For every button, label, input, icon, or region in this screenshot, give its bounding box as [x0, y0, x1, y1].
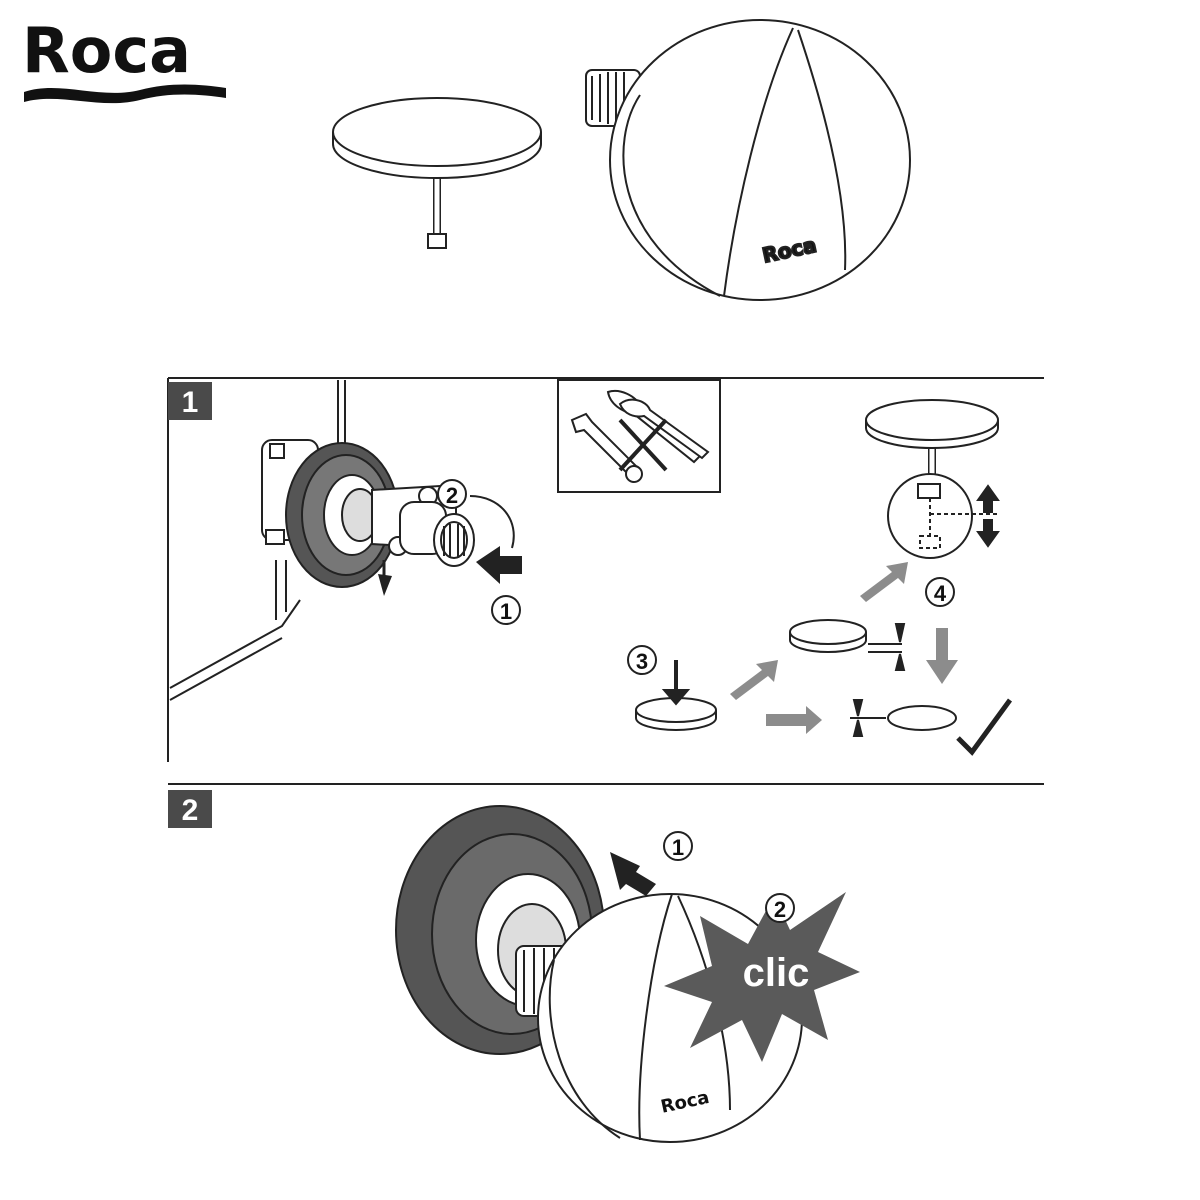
push-step-badge — [491, 595, 521, 625]
final-assembly: Roca — [395, 805, 803, 1143]
no-tools-panel — [557, 379, 721, 493]
gray-arrow-icon — [766, 706, 822, 734]
checkmark-icon — [956, 698, 1013, 756]
rotate-step-number: 2 — [446, 483, 458, 508]
logo-wave — [24, 84, 226, 104]
click-text: clic — [743, 951, 810, 995]
cap-height-check: 3 4 — [627, 577, 957, 737]
insert-arrow: 1 — [610, 831, 693, 896]
rotate-step-badge — [437, 479, 467, 509]
step2-number: 2 — [182, 794, 199, 827]
gray-arrow-icon — [860, 562, 908, 602]
push-arrow: 1 — [476, 546, 522, 625]
sub-step-4-number: 4 — [934, 581, 947, 606]
step2-badge — [168, 790, 212, 828]
step1-number: 1 — [182, 386, 199, 419]
knob-part: Roca — [585, 19, 911, 301]
starburst-icon — [664, 892, 860, 1062]
no-tools-icon — [570, 390, 710, 483]
click-burst: clic 2 — [664, 892, 860, 1062]
push-step-number: 1 — [500, 599, 512, 624]
step1-frame: 1 — [167, 377, 1044, 762]
valve-assembly — [261, 439, 475, 588]
step2-frame: 2 — [168, 783, 1044, 828]
step1-badge — [168, 382, 212, 420]
gray-arrow-icon — [926, 628, 958, 684]
gray-arrow-icon — [730, 660, 778, 700]
sub-step-3-number: 3 — [636, 649, 648, 674]
flow-arrows — [730, 562, 958, 734]
cap-adjust — [865, 399, 1000, 559]
insert-step-number: 1 — [672, 835, 684, 860]
logo-text: Roca — [22, 14, 191, 87]
push-arrow-icon — [476, 546, 522, 584]
rotate-indicator: 2 — [378, 479, 515, 596]
roca-logo: Roca — [22, 14, 226, 104]
down-arrow-icon — [378, 574, 392, 596]
click-step-number: 2 — [774, 897, 786, 922]
cap-disc-part — [332, 97, 542, 249]
insert-arrow-icon — [610, 852, 656, 896]
